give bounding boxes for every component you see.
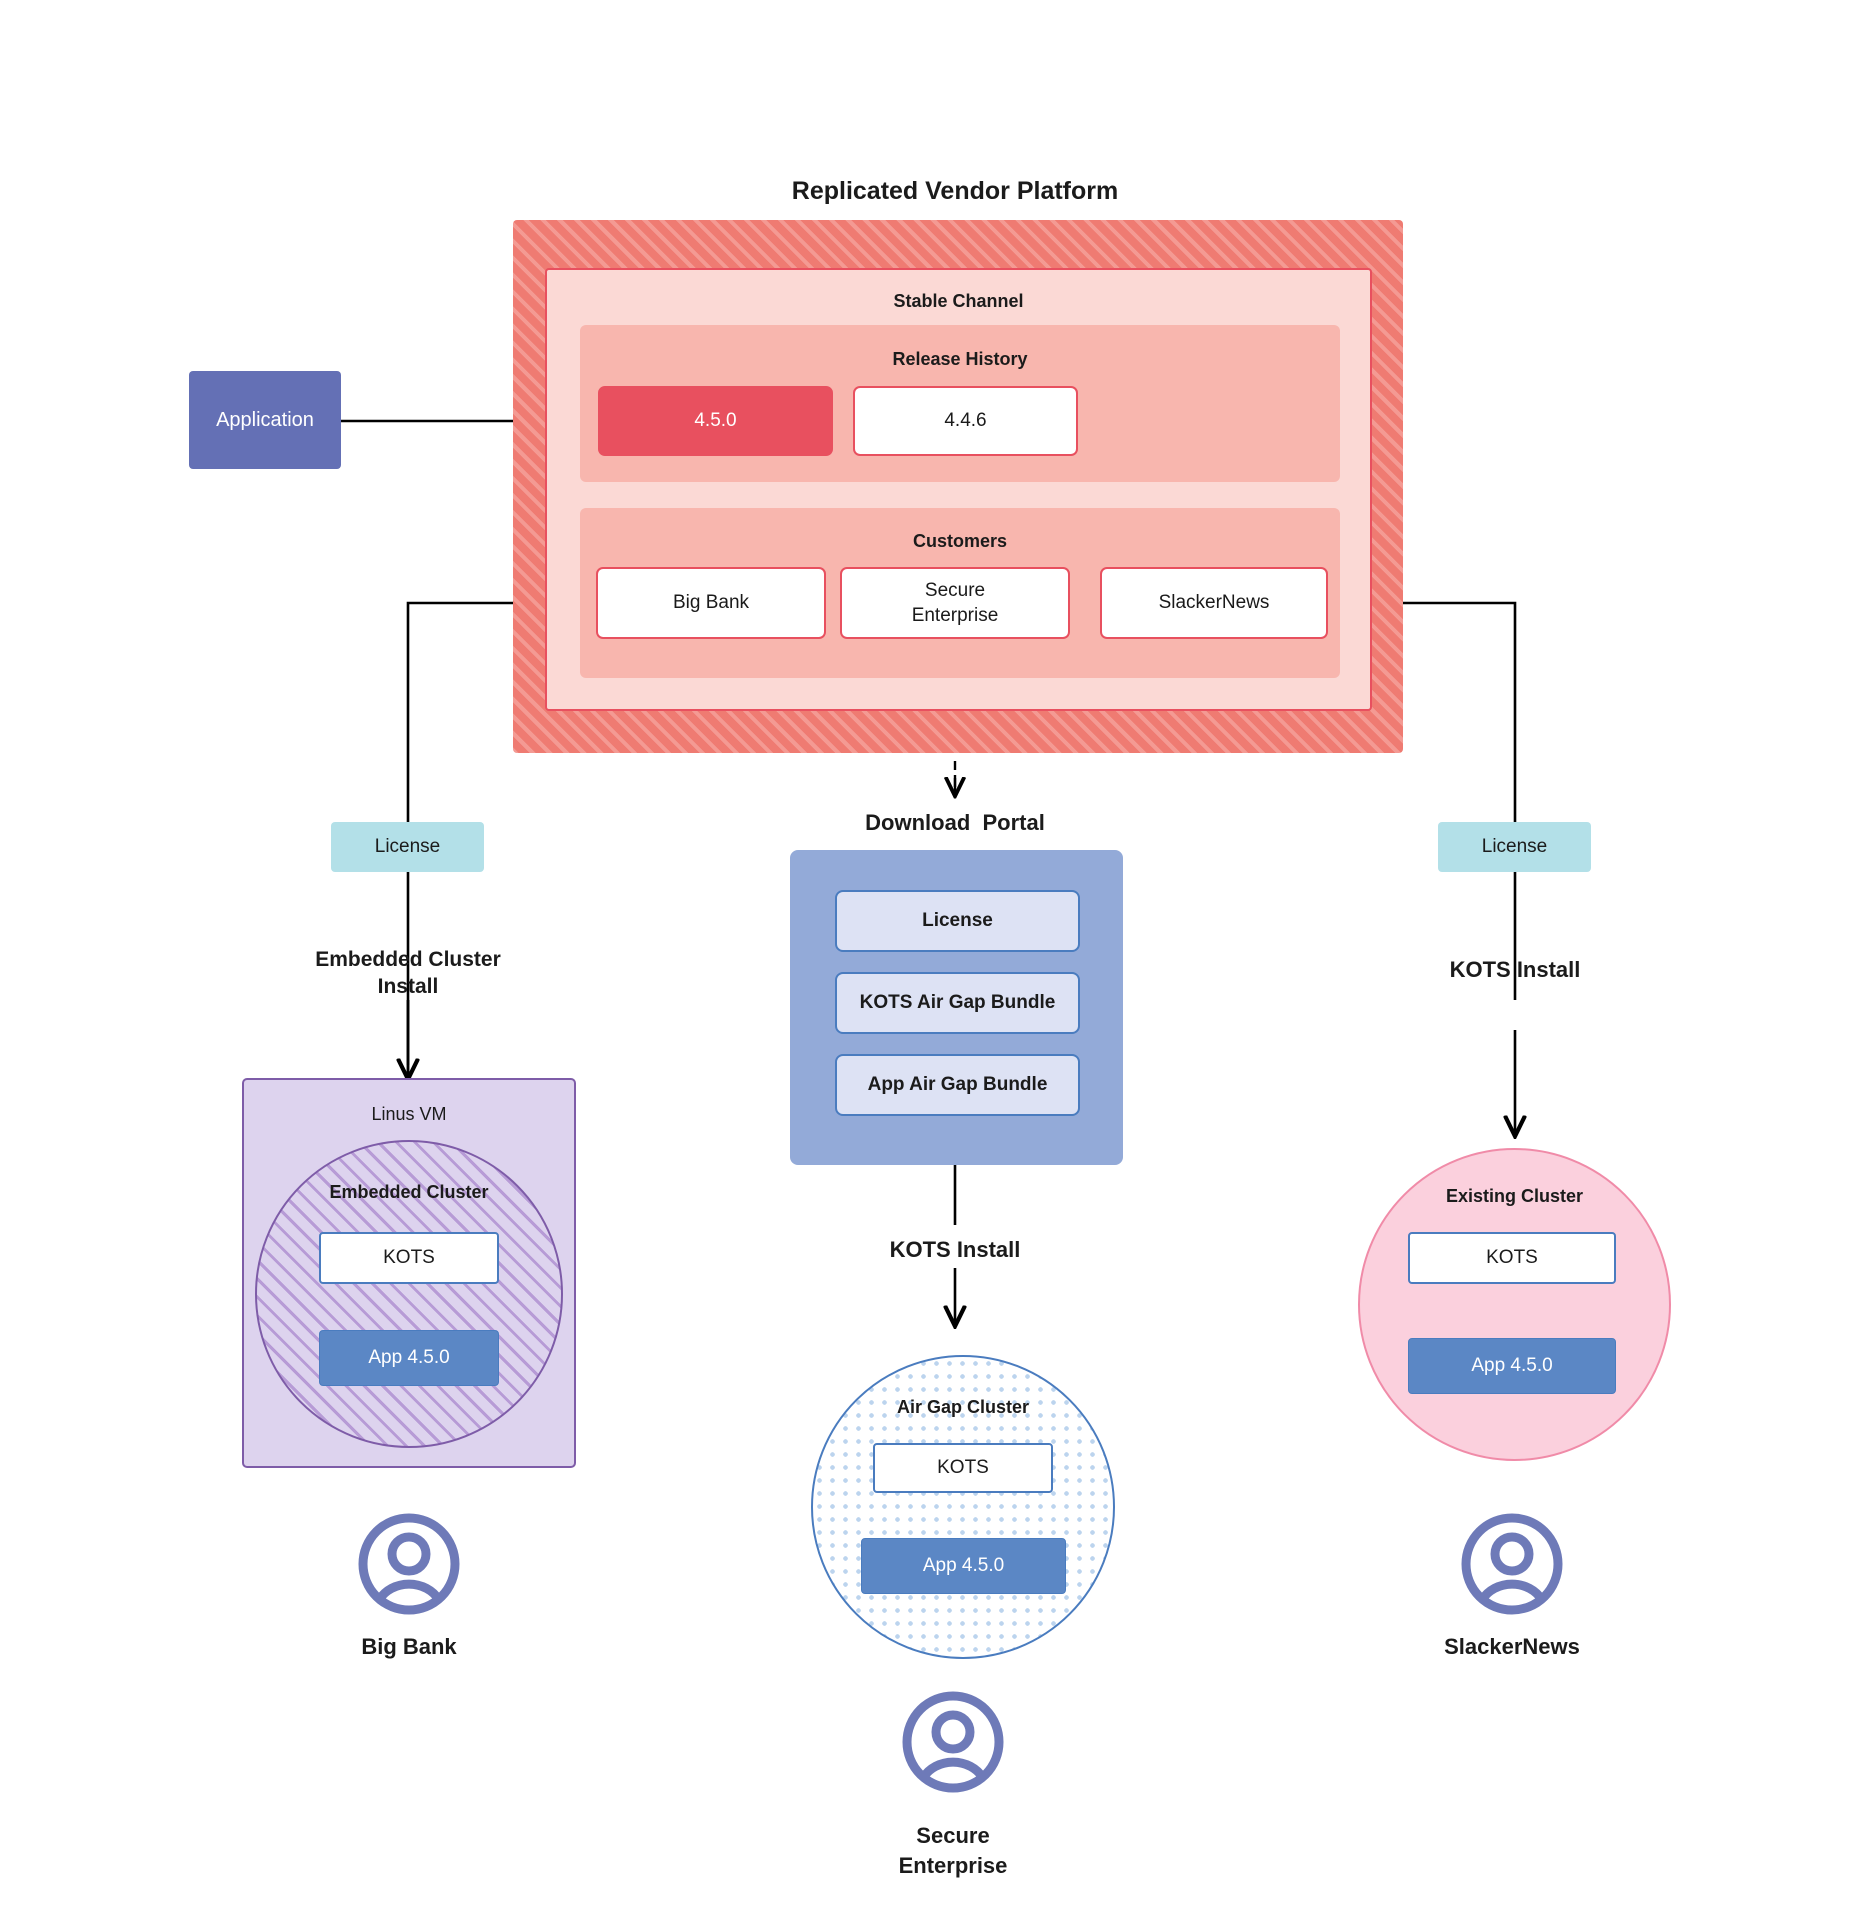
- embedded-cluster-install-label: Embedded Cluster Install: [315, 947, 501, 998]
- customer-label-slackernews: SlackerNews: [1444, 1634, 1580, 1659]
- customer-card-big-bank[interactable]: Big Bank: [596, 567, 826, 639]
- customer-name: Secure Enterprise: [911, 579, 999, 626]
- customer-card-secure-enterprise[interactable]: Secure Enterprise: [840, 567, 1070, 639]
- kots-box-center[interactable]: KOTS: [873, 1443, 1053, 1493]
- avatar-big-bank: [357, 1512, 461, 1616]
- existing-cluster-label: Existing Cluster: [1445, 1185, 1584, 1206]
- license-box-left[interactable]: License: [331, 822, 484, 872]
- platform-title: Replicated Vendor Platform: [791, 176, 1119, 205]
- stable-channel-label: Stable Channel: [893, 290, 1024, 311]
- embedded-cluster-label: Embedded Cluster: [329, 1181, 489, 1202]
- application-label: Application: [216, 408, 314, 431]
- customer-label-big-bank: Big Bank: [361, 1634, 457, 1659]
- existing-cluster-circle: [1358, 1148, 1671, 1461]
- portal-item-license[interactable]: License: [835, 890, 1080, 952]
- app-label: App 4.5.0: [922, 1555, 1005, 1576]
- kots-install-label-right: KOTS Install: [1449, 957, 1581, 982]
- air-gap-cluster-label: Air Gap Cluster: [896, 1396, 1030, 1417]
- application-box[interactable]: Application: [189, 371, 341, 469]
- app-box-left[interactable]: App 4.5.0: [319, 1330, 499, 1386]
- kots-label: KOTS: [937, 1457, 989, 1478]
- app-box-center[interactable]: App 4.5.0: [861, 1538, 1066, 1594]
- release-history-label: Release History: [892, 348, 1028, 369]
- embedded-cluster-circle: [255, 1140, 563, 1448]
- user-avatar-icon: [902, 1691, 1004, 1793]
- app-label: App 4.5.0: [368, 1347, 450, 1368]
- kots-label: KOTS: [1486, 1247, 1538, 1268]
- customer-label-secure-enterprise: Secure Enterprise: [898, 1823, 1008, 1878]
- portal-item-label: KOTS Air Gap Bundle: [859, 992, 1056, 1013]
- app-box-right[interactable]: App 4.5.0: [1408, 1338, 1616, 1394]
- customers-label: Customers: [912, 530, 1008, 551]
- license-label: License: [1481, 836, 1548, 857]
- customer-card-slackernews[interactable]: SlackerNews: [1100, 567, 1328, 639]
- license-label: License: [374, 836, 441, 857]
- app-label: App 4.5.0: [1471, 1355, 1553, 1376]
- customer-name: SlackerNews: [1158, 592, 1270, 614]
- air-gap-cluster-circle: [811, 1355, 1115, 1659]
- portal-item-app-air-gap-bundle[interactable]: App Air Gap Bundle: [835, 1054, 1080, 1116]
- release-item-previous[interactable]: 4.4.6: [853, 386, 1078, 456]
- portal-item-label: App Air Gap Bundle: [867, 1074, 1048, 1095]
- download-portal-title: Download Portal: [865, 810, 1045, 835]
- kots-label: KOTS: [383, 1247, 435, 1268]
- portal-item-kots-air-gap-bundle[interactable]: KOTS Air Gap Bundle: [835, 972, 1080, 1034]
- release-item-current[interactable]: 4.5.0: [598, 386, 833, 456]
- release-version: 4.4.6: [944, 410, 987, 431]
- portal-item-label: License: [922, 910, 993, 931]
- user-avatar-icon: [358, 1513, 460, 1615]
- kots-box-left[interactable]: KOTS: [319, 1232, 499, 1284]
- license-box-right[interactable]: License: [1438, 822, 1591, 872]
- release-version: 4.5.0: [694, 410, 737, 431]
- kots-install-label-center: KOTS Install: [889, 1237, 1021, 1262]
- user-avatar-icon: [1461, 1513, 1563, 1615]
- avatar-secure-enterprise: [901, 1690, 1005, 1794]
- customer-name: Big Bank: [672, 592, 750, 614]
- kots-box-right[interactable]: KOTS: [1408, 1232, 1616, 1284]
- linus-vm-label: Linus VM: [371, 1103, 447, 1124]
- avatar-slackernews: [1460, 1512, 1564, 1616]
